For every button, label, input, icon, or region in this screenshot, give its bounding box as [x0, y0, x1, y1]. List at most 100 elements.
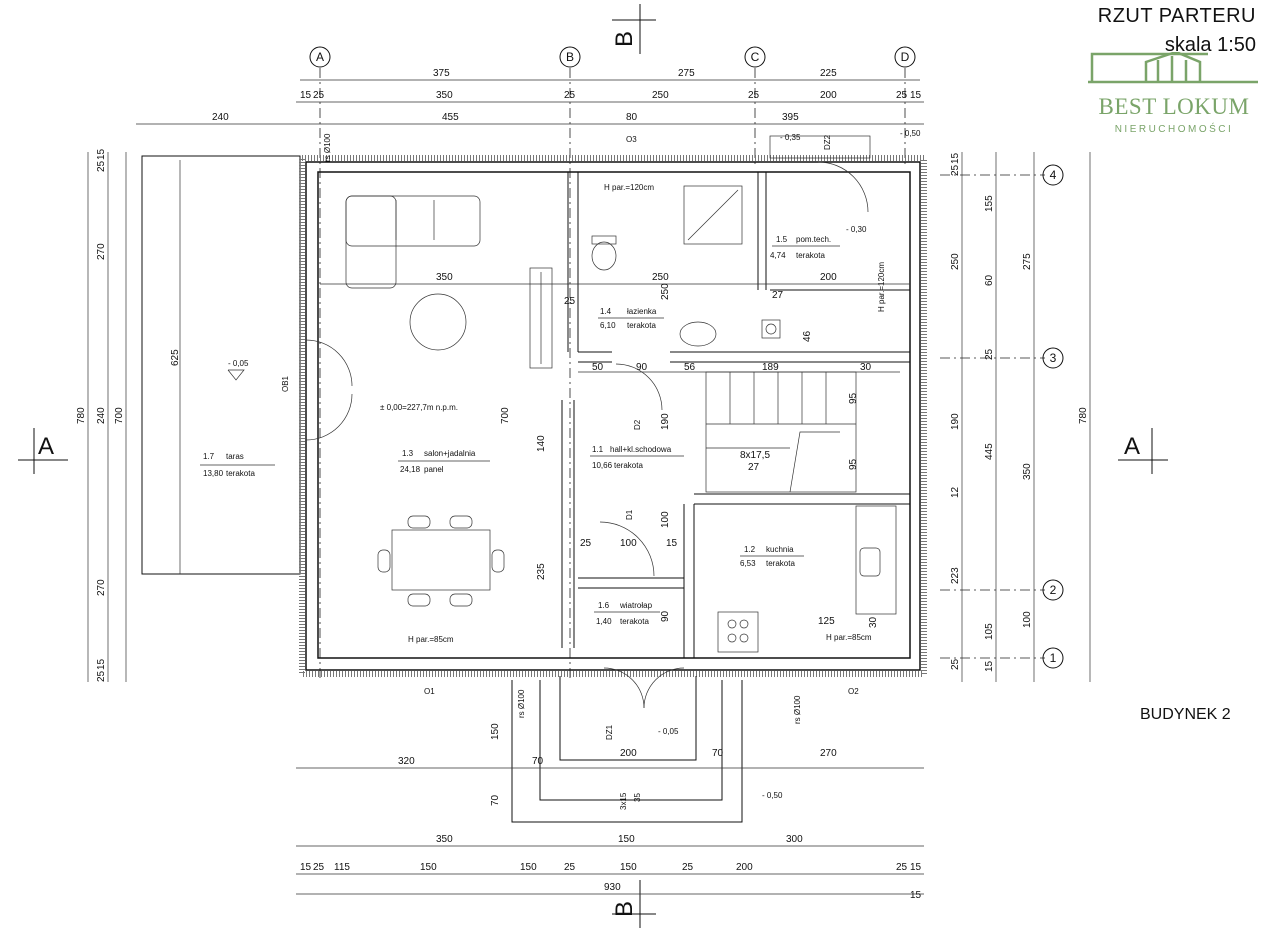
svg-text:D1: D1 [625, 509, 634, 520]
svg-text:240: 240 [96, 407, 107, 424]
svg-text:275: 275 [678, 68, 695, 79]
svg-text:- 0,35: - 0,35 [780, 133, 801, 142]
svg-text:46: 46 [802, 330, 813, 342]
svg-text:240: 240 [212, 112, 229, 123]
svg-text:1.7: 1.7 [203, 452, 215, 461]
svg-text:rs Ø100: rs Ø100 [323, 133, 332, 162]
svg-text:O1: O1 [424, 687, 435, 696]
svg-text:A: A [316, 50, 324, 64]
entrance-steps: - 0,05 3x15 35 [511, 676, 743, 823]
sofa [345, 195, 481, 289]
svg-text:DZ1: DZ1 [605, 724, 614, 740]
svg-text:140: 140 [536, 435, 547, 452]
svg-text:terakota: terakota [766, 559, 795, 568]
svg-text:2: 2 [1050, 583, 1057, 597]
svg-text:terakota: terakota [620, 617, 649, 626]
svg-text:95: 95 [848, 392, 859, 404]
svg-text:1.4: 1.4 [600, 307, 612, 316]
svg-text:270: 270 [820, 748, 837, 759]
room-living: ± 0,00=227,7m n.p.m. 1.3 salon+jadalnia … [380, 403, 490, 474]
svg-text:A: A [1124, 433, 1140, 460]
svg-text:1,40: 1,40 [596, 617, 612, 626]
svg-text:70: 70 [490, 794, 501, 806]
svg-text:DZ2: DZ2 [823, 134, 832, 150]
svg-text:190: 190 [660, 413, 671, 430]
staircase: 8x17,5 27 [705, 371, 857, 493]
svg-text:155: 155 [984, 195, 995, 212]
svg-text:15: 15 [910, 890, 922, 901]
svg-text:15: 15 [96, 148, 107, 160]
svg-text:terakota: terakota [627, 321, 656, 330]
svg-text:15: 15 [300, 90, 312, 101]
svg-text:100: 100 [1022, 611, 1033, 628]
svg-text:D: D [901, 50, 910, 64]
room-tech: 1.5 pom.tech. 4,74 terakota - 0,30 27 46 [761, 225, 867, 342]
logo-name: BEST LOKUM [1098, 94, 1250, 119]
dimensions-left: 780 25 15 270 240 270 15 25 700 [76, 148, 127, 682]
svg-text:350: 350 [436, 834, 453, 845]
svg-text:200: 200 [820, 272, 837, 283]
svg-text:25: 25 [313, 862, 325, 873]
svg-text:625: 625 [170, 349, 181, 366]
svg-text:150: 150 [420, 862, 437, 873]
svg-text:salon+jadalnia: salon+jadalnia [424, 449, 476, 458]
svg-text:1.5: 1.5 [776, 235, 788, 244]
svg-text:H par.=120cm: H par.=120cm [604, 183, 654, 192]
svg-text:70: 70 [712, 748, 724, 759]
axis-bubble-4: 4 [1042, 164, 1064, 186]
svg-text:27: 27 [748, 462, 760, 473]
svg-text:25: 25 [96, 160, 107, 172]
svg-text:350: 350 [1022, 463, 1033, 480]
svg-text:700: 700 [500, 407, 511, 424]
svg-text:13,80: 13,80 [203, 469, 224, 478]
svg-text:270: 270 [96, 579, 107, 596]
svg-text:25: 25 [896, 90, 908, 101]
svg-text:rs Ø100: rs Ø100 [793, 695, 802, 724]
svg-text:hall+kl.schodowa: hall+kl.schodowa [610, 445, 672, 454]
svg-text:pom.tech.: pom.tech. [796, 235, 831, 244]
svg-text:115: 115 [334, 862, 350, 873]
terrace-door: OB1 [281, 339, 353, 441]
axis-bubble-a: A [309, 46, 331, 68]
section-marker-b-top: B [611, 4, 656, 54]
svg-text:± 0,00=227,7m n.p.m.: ± 0,00=227,7m n.p.m. [380, 403, 458, 412]
svg-text:- 0,05: - 0,05 [228, 359, 249, 368]
svg-text:3: 3 [1050, 351, 1057, 365]
svg-text:375: 375 [433, 68, 450, 79]
room-vestibule: 1.6 wiatrołap 1,40 terakota D1 DZ1 [594, 509, 685, 740]
svg-text:25: 25 [984, 348, 995, 360]
svg-text:1.1: 1.1 [592, 445, 604, 454]
cabinet [529, 267, 553, 369]
svg-text:- 0,30: - 0,30 [846, 225, 867, 234]
svg-text:150: 150 [618, 834, 635, 845]
svg-text:105: 105 [984, 623, 995, 640]
axis-bubble-1: 1 [1042, 647, 1064, 669]
svg-text:terakota: terakota [614, 461, 643, 470]
svg-text:1.3: 1.3 [402, 449, 414, 458]
window-labels: O1 O2 O3 H par.=85cm rs Ø100 rs Ø100 rs … [323, 133, 886, 724]
svg-text:O3: O3 [626, 135, 637, 144]
svg-text:90: 90 [636, 362, 648, 373]
svg-text:25: 25 [564, 862, 576, 873]
svg-text:25: 25 [950, 658, 961, 670]
svg-text:- 0,50: - 0,50 [900, 129, 921, 138]
building-label: BUDYNEK 2 [1140, 706, 1231, 723]
svg-text:25: 25 [896, 862, 908, 873]
svg-text:H par.=85cm: H par.=85cm [826, 633, 872, 642]
svg-text:60: 60 [984, 274, 995, 286]
svg-text:15: 15 [910, 862, 922, 873]
svg-text:56: 56 [684, 362, 696, 373]
svg-text:6,10: 6,10 [600, 321, 616, 330]
drawing-title: RZUT PARTERU [1097, 5, 1256, 27]
svg-text:455: 455 [442, 112, 459, 123]
svg-text:terakota: terakota [226, 469, 255, 478]
svg-text:930: 930 [604, 882, 621, 893]
svg-text:rs Ø100: rs Ø100 [517, 689, 526, 718]
svg-text:B: B [566, 50, 574, 64]
svg-text:3x15: 3x15 [619, 792, 628, 810]
svg-text:90: 90 [660, 610, 671, 622]
svg-text:15: 15 [910, 90, 922, 101]
svg-text:1.2: 1.2 [744, 545, 756, 554]
svg-text:250: 250 [660, 283, 671, 300]
svg-text:70: 70 [532, 756, 544, 767]
